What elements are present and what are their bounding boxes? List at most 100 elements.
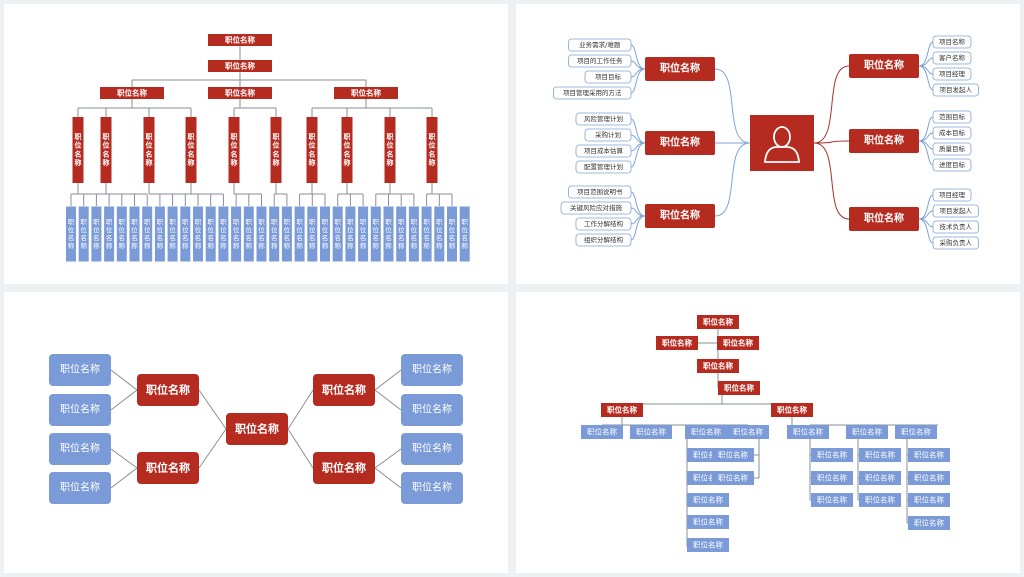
leaf-node[interactable]: 职位名称	[421, 206, 432, 262]
leaf-node[interactable]: 职位名称	[307, 206, 318, 262]
blue-node[interactable]: 职位名称	[811, 493, 853, 507]
blue-node[interactable]: 职位名称	[727, 425, 769, 439]
mid-node[interactable]: 职位名称	[334, 87, 398, 99]
blue-node[interactable]: 职位名称	[787, 425, 829, 439]
blue-node[interactable]: 职位名称	[687, 493, 729, 507]
leaf-node[interactable]: 职位名称	[459, 206, 470, 262]
red-node[interactable]: 职位名称	[718, 381, 760, 395]
red-node[interactable]: 职位名称	[656, 336, 698, 350]
vertical-node[interactable]: 职位名称	[341, 117, 353, 183]
leaf-node[interactable]: 职位名称	[180, 206, 191, 262]
mid-node[interactable]: 职位名称	[208, 87, 272, 99]
leaf-node[interactable]: 职位名称	[401, 433, 463, 465]
leaf-node[interactable]: 职位名称	[345, 206, 356, 262]
blue-node[interactable]: 职位名称	[712, 448, 754, 462]
vertical-node[interactable]: 职位名称	[228, 117, 240, 183]
mid-node[interactable]: 职位名称	[100, 87, 164, 99]
leaf-node[interactable]: 职位名称	[294, 206, 305, 262]
leaf-node[interactable]: 职位名称	[408, 206, 419, 262]
left-branch-node[interactable]: 职位名称	[645, 131, 715, 155]
vertical-node[interactable]: 职位名称	[72, 117, 84, 183]
center-node[interactable]	[750, 115, 814, 171]
leaf-node[interactable]: 职位名称	[193, 206, 203, 262]
right-branch-node[interactable]: 职位名称	[849, 54, 919, 78]
vertical-node[interactable]: 职位名称	[426, 117, 438, 183]
leaf-node[interactable]: 职位名称	[205, 206, 216, 262]
second-node[interactable]: 职位名称	[208, 60, 272, 72]
left-branch-node[interactable]: 职位名称	[645, 57, 715, 81]
leaf-node[interactable]: 职位名称	[383, 206, 394, 262]
blue-node[interactable]: 职位名称	[630, 425, 672, 439]
leaf-node[interactable]: 职位名称	[129, 206, 140, 262]
blue-node[interactable]: 职位名称	[859, 448, 901, 462]
leaf-node[interactable]: 职位名称	[243, 206, 254, 262]
leaf-node[interactable]: 职位名称	[370, 206, 381, 262]
leaf-node[interactable]: 职位名称	[66, 206, 76, 262]
mid-node[interactable]: 职位名称	[137, 374, 199, 406]
leaf-node[interactable]: 职位名称	[231, 206, 242, 262]
leaf-node[interactable]: 职位名称	[358, 206, 369, 262]
leaf-node[interactable]: 职位名称	[91, 206, 102, 262]
blue-node[interactable]: 职位名称	[859, 471, 901, 485]
blue-node[interactable]: 职位名称	[685, 425, 727, 439]
leaf-node[interactable]: 职位名称	[447, 206, 457, 262]
panel-bilateral-tree[interactable]: 职位名称职位名称职位名称职位名称职位名称职位名称职位名称职位名称职位名称职位名称…	[4, 292, 508, 573]
red-node[interactable]: 职位名称	[771, 403, 813, 417]
blue-node[interactable]: 职位名称	[687, 515, 729, 529]
blue-node[interactable]: 职位名称	[908, 493, 950, 507]
blue-node[interactable]: 职位名称	[908, 516, 950, 530]
mid-node[interactable]: 职位名称	[313, 452, 375, 484]
red-node[interactable]: 职位名称	[697, 315, 739, 329]
center-node[interactable]: 职位名称	[226, 413, 288, 445]
right-branch-node[interactable]: 职位名称	[849, 129, 919, 153]
leaf-node[interactable]: 职位名称	[49, 354, 111, 386]
leaf-node[interactable]: 职位名称	[320, 206, 330, 262]
leaf-node[interactable]: 职位名称	[49, 472, 111, 504]
blue-node[interactable]: 职位名称	[908, 471, 950, 485]
vertical-node[interactable]: 职位名称	[100, 117, 112, 183]
blue-node[interactable]: 职位名称	[712, 471, 754, 485]
red-node[interactable]: 职位名称	[601, 403, 643, 417]
blue-node[interactable]: 职位名称	[581, 425, 623, 439]
panel-horizontal-org-chart[interactable]: 职位名称职位名称职位名称职位名称职位名称职位名称职位名称职位名称职位名称职位名称…	[516, 292, 1020, 573]
leaf-node[interactable]: 职位名称	[142, 206, 153, 262]
right-branch-node[interactable]: 职位名称	[849, 207, 919, 231]
mid-node[interactable]: 职位名称	[313, 374, 375, 406]
leaf-node[interactable]: 职位名称	[401, 354, 463, 386]
leaf-node[interactable]: 职位名称	[396, 206, 407, 262]
leaf-node[interactable]: 职位名称	[401, 394, 463, 426]
red-node[interactable]: 职位名称	[717, 336, 759, 350]
leaf-node[interactable]: 职位名称	[78, 206, 89, 262]
leaf-node[interactable]: 职位名称	[218, 206, 229, 262]
panel-mind-map[interactable]: 职位名称业务需求/难题项目的工作任务项目目标项目管理采用的方法职位名称风险管理计…	[516, 4, 1020, 284]
leaf-node[interactable]: 职位名称	[154, 206, 165, 262]
left-branch-node[interactable]: 职位名称	[645, 204, 715, 228]
leaf-node[interactable]: 职位名称	[256, 206, 267, 262]
mid-node[interactable]: 职位名称	[137, 452, 199, 484]
blue-node[interactable]: 职位名称	[859, 493, 901, 507]
leaf-node[interactable]: 职位名称	[49, 394, 111, 426]
leaf-node[interactable]: 职位名称	[281, 206, 292, 262]
panel-vertical-org-chart[interactable]: 职位名称职位名称职位名称职位名称职位名称职位名称职位名称职位名称职位名称职位名称…	[4, 4, 508, 284]
blue-node[interactable]: 职位名称	[811, 448, 853, 462]
leaf-node[interactable]: 职位名称	[104, 206, 115, 262]
vertical-node[interactable]: 职位名称	[143, 117, 155, 183]
vertical-node[interactable]: 职位名称	[384, 117, 396, 183]
leaf-node[interactable]: 职位名称	[401, 472, 463, 504]
blue-node[interactable]: 职位名称	[811, 471, 853, 485]
leaf-node[interactable]: 职位名称	[332, 206, 343, 262]
blue-node[interactable]: 职位名称	[846, 425, 888, 439]
leaf-node[interactable]: 职位名称	[434, 206, 445, 262]
leaf-node[interactable]: 职位名称	[116, 206, 127, 262]
leaf-node[interactable]: 职位名称	[167, 206, 178, 262]
leaf-node[interactable]: 职位名称	[49, 433, 111, 465]
top-node[interactable]: 职位名称	[208, 34, 272, 46]
blue-node[interactable]: 职位名称	[908, 448, 950, 462]
blue-node[interactable]: 职位名称	[687, 538, 729, 552]
leaf-node[interactable]: 职位名称	[269, 206, 280, 262]
red-node[interactable]: 职位名称	[697, 359, 739, 373]
vertical-node[interactable]: 职位名称	[270, 117, 282, 183]
vertical-node[interactable]: 职位名称	[306, 117, 318, 183]
vertical-node[interactable]: 职位名称	[185, 117, 197, 183]
blue-node[interactable]: 职位名称	[895, 425, 937, 439]
